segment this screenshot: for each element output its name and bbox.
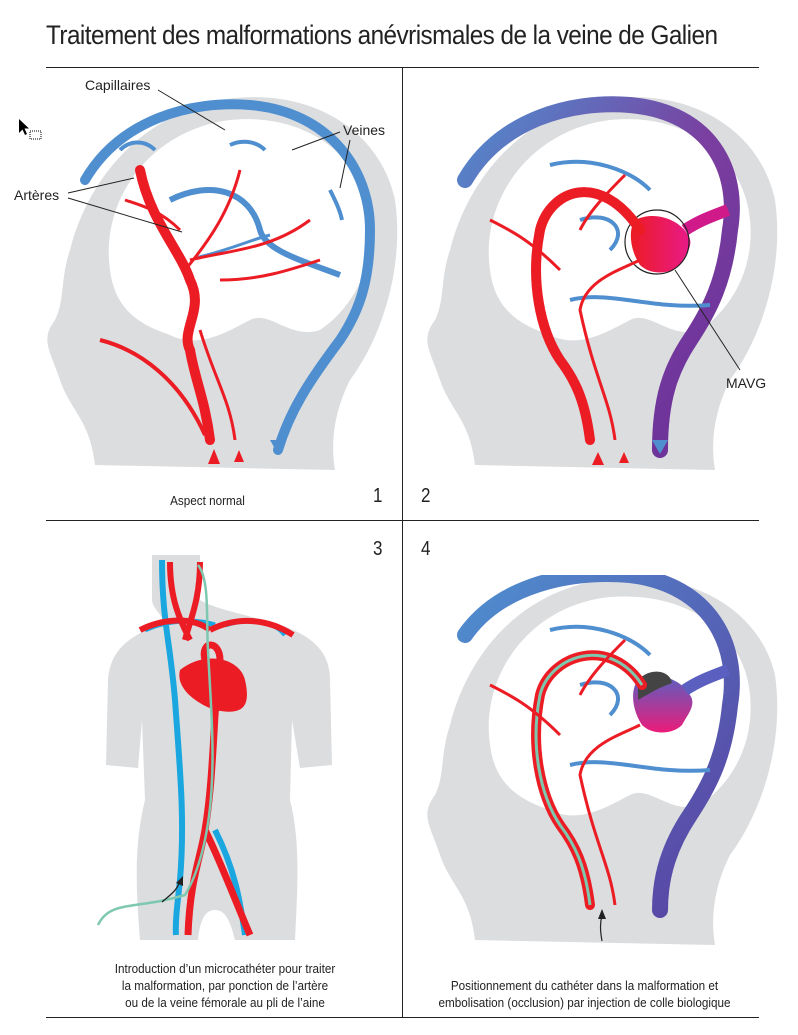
inflow-arrow: [592, 452, 604, 465]
dilated-galen-vein: [457, 96, 740, 458]
mavg-leader-line: [674, 269, 741, 371]
panel-4-embolisation: [410, 575, 780, 945]
heart: [179, 658, 247, 712]
subclavian-arteries: [138, 617, 295, 638]
arrow-head: [176, 876, 183, 886]
caption-line: Introduction d’un microcathéter pour tra…: [114, 961, 336, 976]
panel-3-body: [40, 540, 400, 940]
artery-branch: [489, 638, 641, 906]
body-catheter-illustration: [96, 555, 332, 940]
label-mavg: MAVG: [726, 375, 767, 391]
panel-4-number: 4: [421, 538, 431, 560]
embolisation-head-illustration: [427, 575, 778, 945]
panel-1-caption: Aspect normal: [170, 493, 245, 508]
normal-head-illustration: [47, 97, 398, 470]
panel-3-caption: Introduction d’un microcathéter pour tra…: [95, 960, 356, 1011]
malformation-head-illustration: [427, 96, 778, 470]
panel-2-malformation: MAVG: [410, 80, 780, 470]
panel-4-caption: Positionnement du cathéter dans la malfo…: [429, 977, 740, 1011]
center-divider: [402, 67, 403, 1018]
panel-3-number: 3: [373, 538, 383, 560]
panel-2-number: 2: [421, 485, 431, 507]
mouse-cursor-icon: [18, 118, 44, 147]
panel-1-normal: Capillaires Veines Artères: [14, 77, 400, 470]
artery-branch: [124, 169, 321, 441]
caption-line: la malformation, par ponction de l’artèr…: [121, 978, 329, 993]
external-artery: [99, 338, 207, 436]
label-capillaires: Capillaires: [85, 77, 151, 93]
mavg-highlight-circle: [624, 209, 690, 275]
panel-1-number: 1: [373, 485, 383, 507]
catheter-path: [96, 564, 214, 926]
brain-area: [108, 119, 371, 341]
inflow-arrow: [619, 452, 629, 463]
malformation-drain: [681, 664, 731, 696]
caption-line: ou de la veine fémorale au pli de l’aine: [125, 995, 325, 1010]
malformation-drain: [681, 204, 731, 236]
artery-branch: [489, 173, 641, 441]
outflow-arrow: [652, 440, 668, 454]
carotid-arteries: [167, 561, 203, 642]
arrow-head: [598, 909, 606, 919]
internal-carotid-artery: [531, 187, 645, 445]
brain-area: [488, 596, 751, 816]
label-veines: Veines: [343, 122, 386, 138]
caption-line: embolisation (occlusion) par injection d…: [438, 995, 731, 1010]
inflow-arrow: [208, 449, 220, 464]
galen-vein: [457, 575, 740, 918]
vein-branch: [168, 187, 342, 278]
microcatheter: [534, 654, 644, 906]
malformation-mass: [630, 215, 691, 273]
page-title: Traitement des malformations anévrismale…: [46, 20, 718, 50]
inflow-arrow: [234, 450, 244, 462]
body-silhouette: [106, 555, 332, 940]
label-arteres: Artères: [14, 187, 60, 203]
vein-branch: [118, 139, 344, 221]
outflow-arrow: [270, 440, 286, 454]
caption-line: Positionnement du cathéter dans la malfo…: [450, 978, 719, 993]
glue-cast: [638, 671, 672, 700]
